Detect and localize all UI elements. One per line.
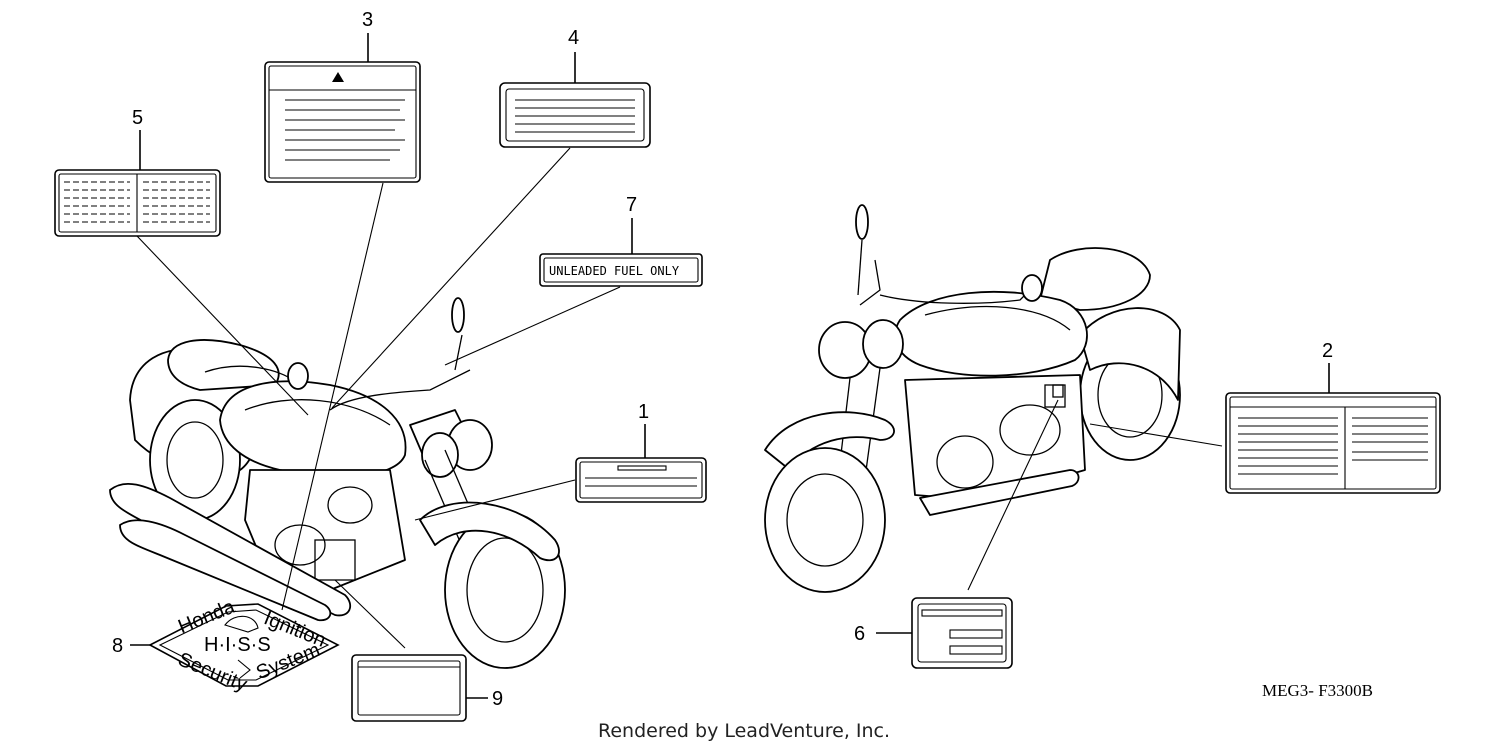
callout-number-7: 7: [626, 194, 637, 216]
warning-triangle-icon: [332, 72, 344, 82]
callout-number-4: 4: [568, 27, 579, 49]
right-motorcycle: [764, 204, 1181, 593]
diagram-code: MEG3- F3300B: [1262, 681, 1373, 700]
label-6-sticker: 6: [854, 597, 1013, 669]
key-shape-icon: [237, 659, 251, 679]
seal-text-honda: Honda: [175, 595, 239, 638]
key-icon: [224, 615, 259, 633]
fuel-label-text: UNLEADED FUEL ONLY: [549, 264, 680, 278]
label-4-sticker: 4: [499, 27, 651, 148]
seal-text-hiss: H·I·S·S: [204, 634, 271, 656]
callout-number-2: 2: [1322, 340, 1333, 362]
label-7-fuel-sticker: 7 UNLEADED FUEL ONLY: [539, 194, 703, 287]
label-2-sticker: 2: [1225, 340, 1441, 494]
callout-number-3: 3: [362, 9, 373, 31]
credit-text: Rendered by LeadVenture, Inc.: [598, 720, 890, 742]
callout-number-1: 1: [638, 401, 649, 423]
label-1-sticker: 1: [575, 401, 707, 503]
callout-number-5: 5: [132, 107, 143, 129]
label-9-sticker: 9: [351, 654, 503, 722]
callout-number-6: 6: [854, 623, 865, 645]
label-3-warning-sticker: 3: [264, 9, 421, 183]
left-motorcycle: [109, 297, 566, 669]
label-5-info-sticker: 5: [54, 107, 221, 237]
callout-number-8: 8: [112, 635, 123, 657]
leader-lines: [136, 147, 1223, 649]
callout-number-9: 9: [492, 688, 503, 710]
